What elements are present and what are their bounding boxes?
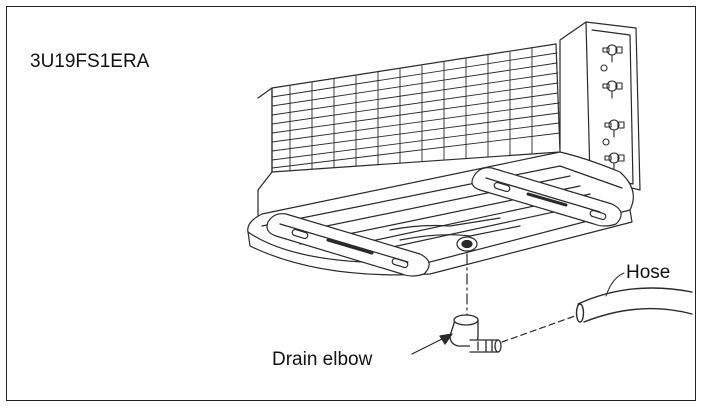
hose xyxy=(575,287,693,323)
model-label: 3U19FS1ERA xyxy=(30,51,150,72)
hose-label: Hose xyxy=(626,262,671,283)
mounting-foot-right xyxy=(471,167,622,227)
drain-elbow-label: Drain elbow xyxy=(272,349,373,370)
service-valves xyxy=(600,44,625,171)
connection-dashed-line xyxy=(501,315,576,343)
drain-hole xyxy=(456,236,478,252)
drain-elbow xyxy=(449,314,502,353)
drain-elbow-arrow xyxy=(411,333,453,355)
mounting-foot-left xyxy=(266,213,430,277)
unit-side-panel xyxy=(559,21,641,191)
hose-leader-line xyxy=(605,272,625,297)
